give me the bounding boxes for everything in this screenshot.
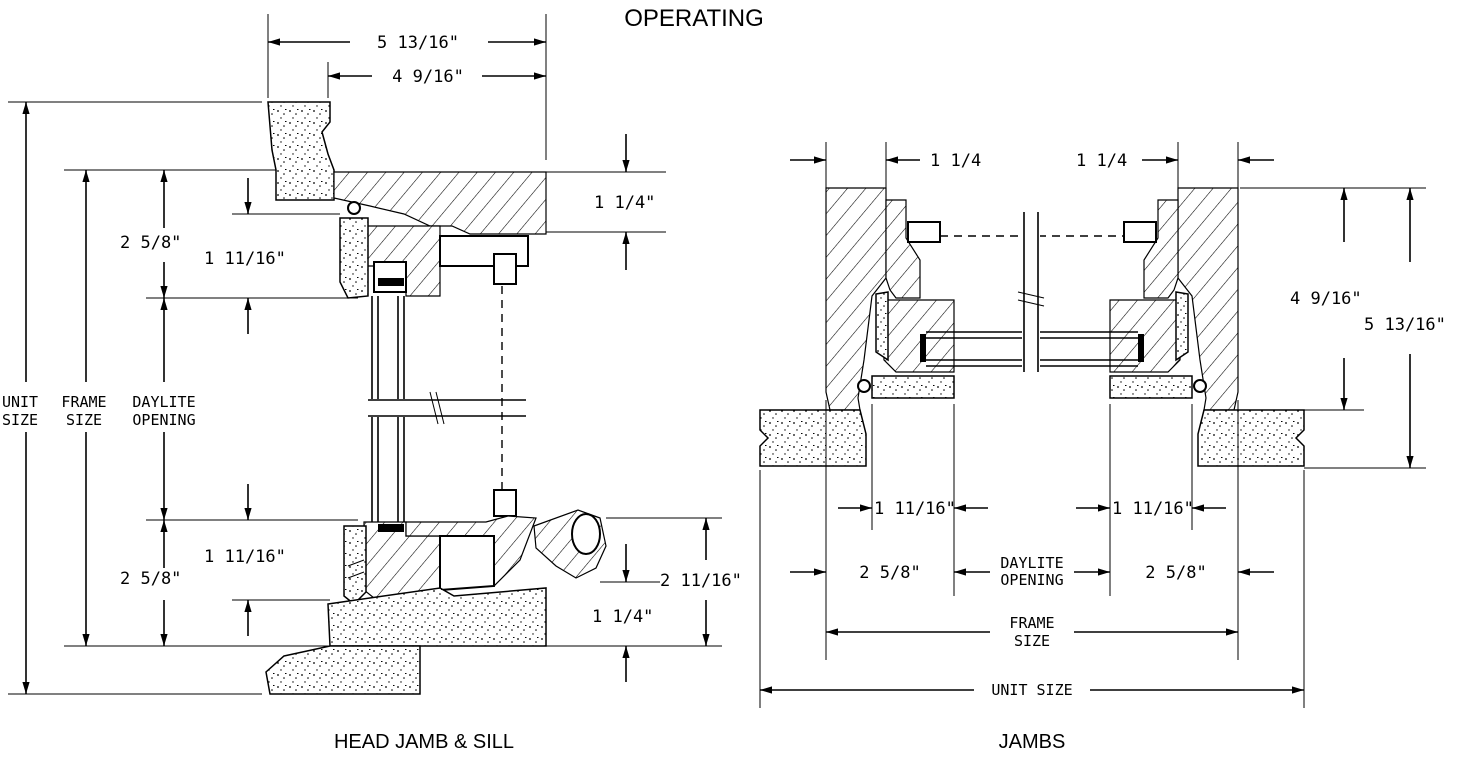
dim-sill-right-outer: 2 11/16" [660,571,742,591]
sill-exterior-gasket [343,525,367,606]
dim-jamb-right-inner: 4 9/16" [1290,289,1362,309]
head-weatherstrip-bulb [347,201,361,215]
dim-jamb-right-outer: 5 13/16" [1364,315,1446,335]
left-jamb-sash [881,299,955,373]
dim-jamb-top-left: 1 1/4 [930,151,981,171]
dim-jamb-bottom-right-outer: 2 5/8" [1145,563,1206,583]
right-jamb-inner [1143,199,1179,299]
jamb-frame-line1: FRAME [1009,614,1054,632]
dim-head-left-outer: 2 5/8" [120,233,181,253]
sill-interior-block [439,535,495,592]
head-glazing-bead [373,261,407,293]
dim-jamb-bottom-left-inner: 1 11/16" [874,499,956,519]
right-jamb-operator-clip [1123,221,1157,243]
jamb-unit-size: UNIT SIZE [991,681,1072,699]
head-operator-bracket [493,253,517,285]
label-frame-line2: SIZE [66,411,102,429]
dim-sill-right-inner: 1 1/4" [592,607,653,627]
dim-sill-left-outer: 2 5/8" [120,569,181,589]
head-exterior-casing [267,101,335,201]
dim-head-right: 1 1/4" [594,193,655,213]
label-frame-line1: FRAME [61,393,106,411]
left-jamb-casing [759,409,867,467]
jamb-daylite-line2: OPENING [1000,571,1063,589]
left-jamb-seal [875,291,889,362]
dim-top-overall: 5 13/16" [377,33,459,53]
caption-head-jamb-sill: HEAD JAMB & SILL [334,731,514,753]
head-jamb-and-sill-section: 5 13/16" 4 9/16" UNIT SIZE FRAME SIZE DA… [2,14,742,753]
dim-jamb-top-right: 1 1/4 [1076,151,1127,171]
jambs-section: 1 1/4 1 1/4 [759,142,1446,753]
jamb-daylite-line1: DAYLITE [1000,554,1063,572]
left-jamb-weatherstrip [857,379,871,393]
dim-head-left-inner: 1 11/16" [204,249,286,269]
dim-top-inner: 4 9/16" [392,67,464,87]
right-jamb-sill-gasket [1109,375,1193,399]
left-jamb-operator-clip [907,221,941,243]
label-daylite-line2: OPENING [132,411,195,429]
sill-operator-bracket [493,489,517,517]
dim-jamb-bottom-right-inner: 1 11/16" [1112,499,1194,519]
right-jamb-weatherstrip [1193,379,1207,393]
left-jamb-inner [885,199,921,299]
left-jamb-sill-gasket [871,375,955,399]
dim-jamb-bottom-left-outer: 2 5/8" [859,563,920,583]
head-exterior-gasket [339,217,369,299]
label-unit-line1: UNIT [2,393,38,411]
caption-jambs: JAMBS [999,731,1066,753]
drawing-title: OPERATING [624,5,764,32]
right-jamb-wood [1177,187,1239,411]
label-daylite-line1: DAYLITE [132,393,195,411]
right-jamb-seal [1175,291,1189,362]
right-jamb-casing [1197,409,1305,467]
right-jamb-sash [1109,299,1183,373]
label-unit-line2: SIZE [2,411,38,429]
sill-bottom-casing [265,645,421,695]
jamb-frame-line2: SIZE [1014,632,1050,650]
dim-sill-left-inner: 1 11/16" [204,547,286,567]
